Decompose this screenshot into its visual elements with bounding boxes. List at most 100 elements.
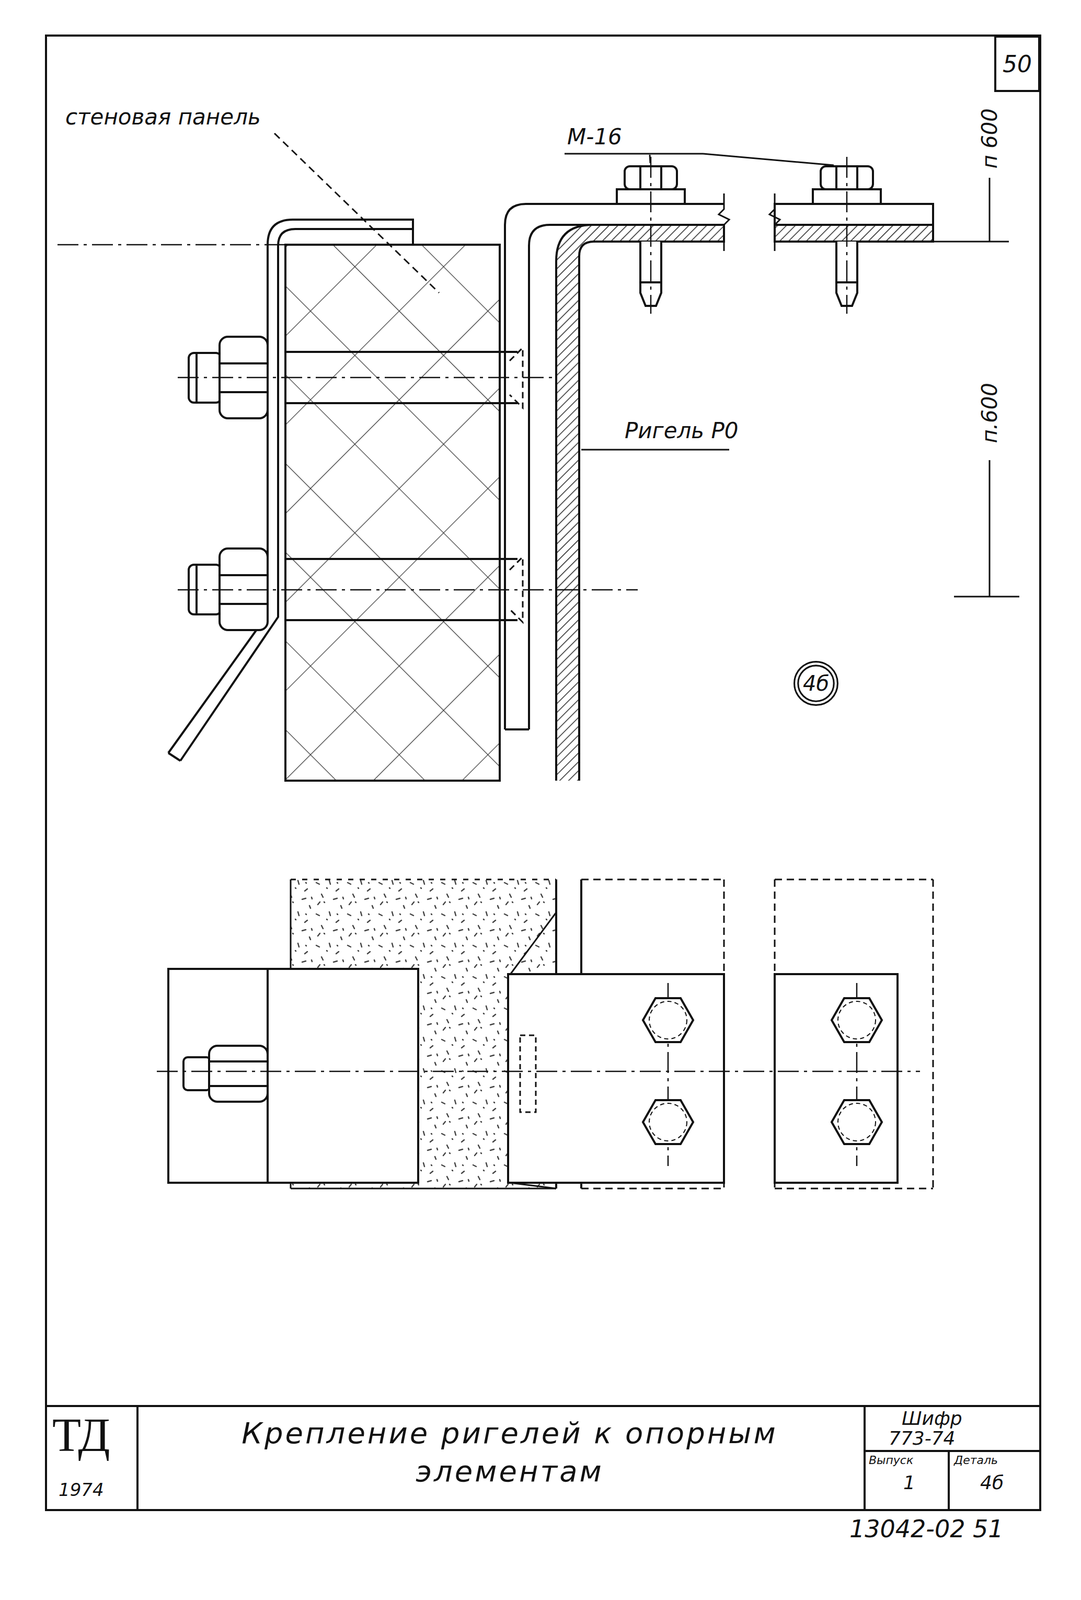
wall-panel [285, 401, 518, 405]
page-number: 50 [1002, 50, 1032, 78]
dimension-line [953, 595, 1020, 598]
center-line [846, 156, 848, 314]
wall-panel [285, 350, 518, 353]
center-line [57, 244, 286, 246]
bolt-nut [219, 602, 268, 605]
note-label: стеновая панель [65, 104, 261, 130]
page-number-box: 50 [994, 35, 1041, 92]
field-value: 4б [980, 1471, 1004, 1493]
plate-plan [520, 1035, 536, 1112]
leader-line [581, 449, 730, 451]
leader-line [274, 133, 440, 293]
m16-bolt [835, 166, 838, 190]
bolt-hex [642, 997, 882, 1144]
crossbar-section [556, 224, 724, 781]
panel-plan [290, 878, 557, 881]
drawing-frame [864, 1449, 1041, 1452]
wall-panel [285, 244, 518, 781]
crossbar-plan [932, 879, 935, 1189]
year-label: 1974 [58, 1479, 105, 1500]
plate-plan [508, 973, 724, 1183]
dimension-line [933, 177, 1020, 597]
drawing-frame [46, 1404, 1041, 1407]
plate-plan [508, 973, 898, 1183]
panel-plan [290, 1187, 557, 1190]
drawing-frame [46, 35, 1041, 1510]
support-angle [168, 219, 413, 753]
field-value: 1 [903, 1471, 916, 1493]
m16-bolt [660, 166, 663, 190]
support-angle-plan [209, 1060, 268, 1063]
support-angle-plan [209, 1045, 268, 1102]
crossbar-plan [581, 878, 724, 881]
leader-line [274, 133, 834, 450]
dimension-line [989, 177, 991, 242]
break-line [718, 193, 730, 251]
support-angle [168, 219, 413, 761]
connecting-plate [504, 728, 529, 731]
drawing-frame [46, 35, 1041, 1510]
center-line [156, 982, 920, 1166]
bolt-hex [649, 1001, 687, 1039]
wall-panel [285, 618, 518, 621]
crossbar-plan [774, 878, 934, 881]
break-line [769, 193, 780, 251]
code-label: 773-74 [888, 1427, 956, 1449]
bolt-hex [831, 997, 882, 1042]
m16-bolt [856, 166, 859, 190]
bolt-nut [219, 362, 268, 365]
center-line [650, 156, 652, 314]
plate-plan [774, 973, 898, 1183]
drawing-frame [947, 1450, 950, 1510]
center-line [57, 156, 847, 590]
bolt-hex [837, 1001, 876, 1039]
dimension-line [989, 460, 991, 597]
dimension-line [933, 240, 1009, 243]
bolt-nut [219, 391, 268, 394]
field-label: Деталь [953, 1453, 998, 1467]
connecting-plate [504, 203, 724, 730]
sheet-number: 13042-02 51 [849, 1514, 1004, 1543]
dimension-label: п.600 [977, 382, 1002, 443]
center-line [156, 1070, 920, 1073]
support-angle [168, 752, 181, 761]
bolt-nut [188, 336, 268, 630]
bolt-nut [219, 573, 268, 577]
support-angle-plan [209, 1084, 268, 1087]
part-label: Ригель Р0 [624, 418, 739, 444]
bolt-hex [642, 997, 694, 1042]
m16-bolt [640, 281, 662, 284]
crossbar-section [556, 224, 934, 781]
crossbar-plan [774, 1187, 934, 1190]
break-line [718, 193, 780, 251]
bolt-hex [642, 1099, 694, 1144]
drawing-frame [863, 1405, 866, 1510]
support-angle-plan [168, 968, 419, 1183]
support-angle [180, 228, 413, 761]
m16-bolt [836, 281, 858, 284]
bolt-hex [831, 1099, 882, 1144]
callout-outline [798, 665, 834, 701]
drawing-title: Крепление ригелей к опорным элементам [209, 1413, 811, 1491]
callout-circle: 4б [792, 659, 840, 707]
wall-panel [285, 244, 500, 781]
bolt-label: М-16 [567, 124, 623, 150]
leader-line [703, 153, 834, 166]
callout-outline [794, 661, 838, 706]
crossbar-section [774, 224, 934, 242]
crossbar-plan [581, 1187, 724, 1190]
dimension-label: п 600 [977, 108, 1002, 169]
wall-panel [285, 557, 518, 560]
center-line [177, 376, 555, 379]
leader-line [649, 154, 651, 164]
connecting-plate [774, 203, 934, 225]
bolt-hex [649, 1102, 687, 1141]
leader-line [564, 153, 704, 155]
m16-bolt [639, 166, 642, 190]
support-angle-plan [168, 968, 419, 1183]
bolt-hex [837, 1102, 876, 1141]
field-label: Шифр [901, 1407, 963, 1429]
callout-number: 4б [802, 671, 830, 696]
